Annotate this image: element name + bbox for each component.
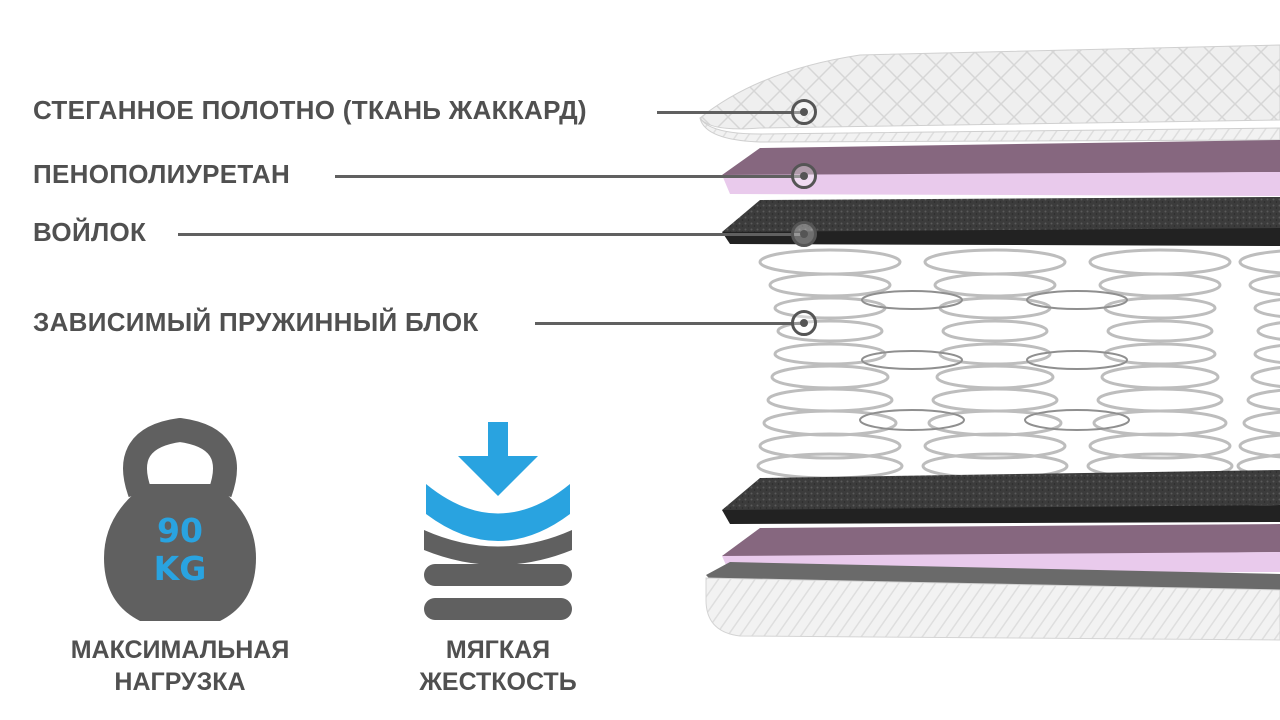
- layer-label-felt: ВОЙЛОК: [33, 217, 147, 247]
- layer-label-springs: ЗАВИСИМЫЙ ПРУЖИННЫЙ БЛОК: [33, 307, 479, 337]
- firmness-caption-line1: МЯГКАЯ: [445, 636, 551, 664]
- soft-firmness-icon: [424, 422, 572, 620]
- max-load-caption-line2: НАГРУЗКА: [114, 668, 246, 696]
- weight-number: 90: [157, 511, 203, 550]
- marker-foam: [791, 163, 817, 189]
- leader-line-quilted: [657, 111, 803, 114]
- firmness-caption-line2: ЖЕСТКОСТЬ: [419, 668, 577, 696]
- quilted-bottom-layer: [705, 562, 1280, 641]
- kettlebell-icon: [104, 418, 256, 621]
- max-load-caption: МАКСИМАЛЬНАЯ НАГРУЗКА: [40, 634, 320, 698]
- leader-line-felt: [178, 233, 803, 236]
- marker-felt: [791, 221, 817, 247]
- marker-springs: [791, 310, 817, 336]
- quilted-top-layer: [699, 44, 1280, 143]
- spring-block: [756, 248, 1280, 480]
- firmness-feature: [418, 418, 578, 623]
- max-load-feature: 90 KG: [100, 418, 260, 633]
- layer-label-quilted: СТЕГАННОЕ ПОЛОТНО (ТКАНЬ ЖАККАРД): [33, 95, 587, 125]
- leader-line-springs: [535, 322, 803, 325]
- firmness-caption: МЯГКАЯ ЖЕСТКОСТЬ: [378, 634, 618, 698]
- layer-label-foam: ПЕНОПОЛИУРЕТАН: [33, 159, 291, 189]
- weight-unit: KG: [153, 549, 207, 588]
- leader-line-foam: [335, 175, 803, 178]
- max-load-caption-line1: МАКСИМАЛЬНАЯ: [70, 636, 290, 664]
- foam-layer-top: [722, 140, 1280, 196]
- felt-layer-top: [722, 197, 1280, 246]
- marker-quilted: [791, 99, 817, 125]
- felt-layer-bottom: [722, 470, 1280, 524]
